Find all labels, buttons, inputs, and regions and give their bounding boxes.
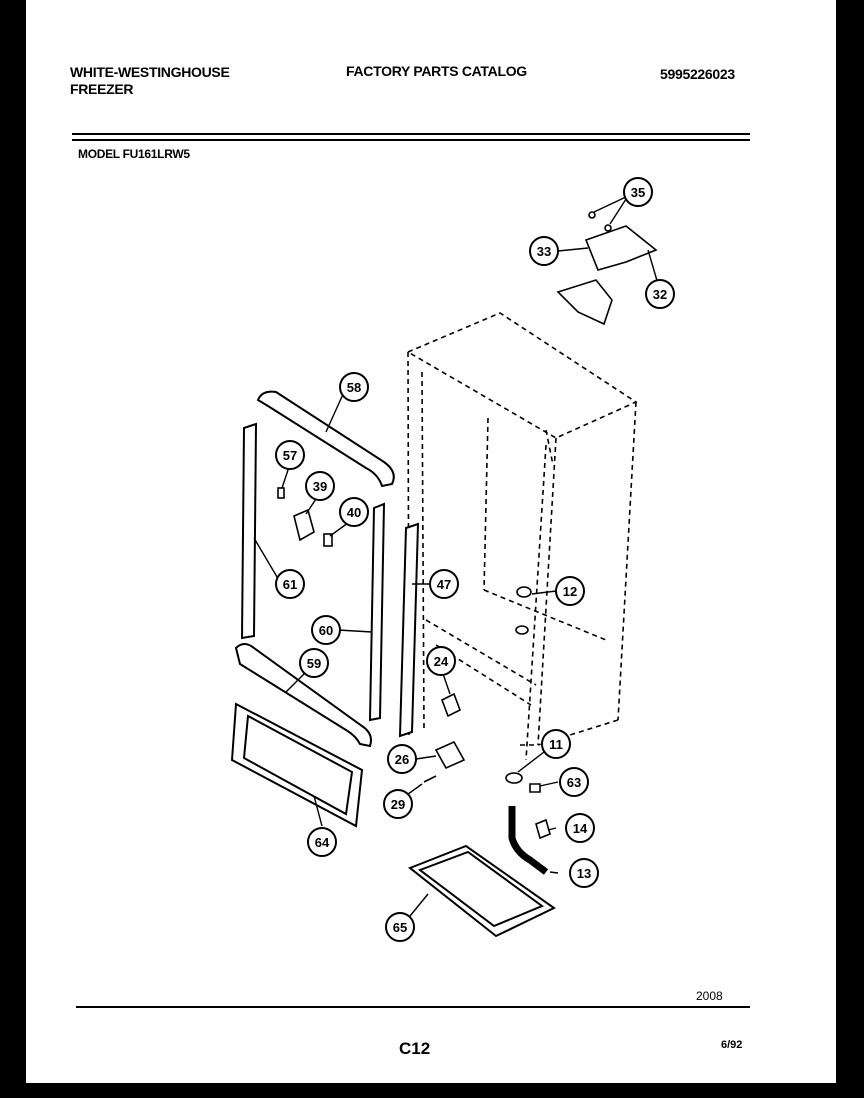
svg-text:13: 13 (577, 866, 591, 881)
callout-47: 47 (429, 569, 459, 599)
callout-24: 24 (426, 646, 456, 676)
exploded-parts-diagram: 35 33 32 58 57 39 40 61 47 12 60 59 24 1… (230, 177, 675, 942)
svg-text:26: 26 (395, 752, 409, 767)
callout-35: 35 (623, 177, 653, 207)
page-number: C12 (399, 1039, 431, 1058)
callout-29: 29 (383, 789, 413, 819)
catalog-title: FACTORY PARTS CATALOG (346, 63, 527, 79)
svg-text:65: 65 (393, 920, 407, 935)
svg-text:33: 33 (537, 244, 551, 259)
drain-tube (508, 806, 549, 875)
small-hardware-parts (277, 211, 658, 840)
callout-26: 26 (387, 744, 417, 774)
svg-text:12: 12 (563, 584, 577, 599)
svg-text:11: 11 (549, 737, 563, 752)
svg-text:63: 63 (567, 775, 581, 790)
callout-57: 57 (275, 440, 305, 470)
header-rule (72, 139, 750, 141)
callout-labels: 35 33 32 58 57 39 40 61 47 12 60 59 24 1… (275, 177, 675, 942)
model-number: MODEL FU161LRW5 (78, 147, 190, 161)
callout-12: 12 (555, 576, 585, 606)
svg-text:14: 14 (573, 821, 588, 836)
cabinet-outline-dashed (407, 312, 638, 761)
brand-name: WHITE-WESTINGHOUSE (70, 64, 230, 80)
leader-lines (253, 195, 659, 917)
svg-text:35: 35 (631, 185, 645, 200)
revision-date: 6/92 (721, 1039, 743, 1051)
callout-61: 61 (275, 569, 305, 599)
svg-text:57: 57 (283, 448, 297, 463)
svg-text:24: 24 (434, 654, 449, 669)
callout-60: 60 (311, 615, 341, 645)
footer-code: 2008 (696, 989, 723, 1003)
svg-text:29: 29 (391, 797, 405, 812)
callout-33: 33 (529, 236, 559, 266)
svg-text:61: 61 (283, 577, 297, 592)
callout-14: 14 (565, 813, 595, 843)
door-gasket-parts (230, 390, 556, 938)
svg-text:39: 39 (313, 479, 327, 494)
callout-32: 32 (645, 279, 675, 309)
callout-63: 63 (559, 767, 589, 797)
svg-text:58: 58 (347, 380, 361, 395)
svg-text:60: 60 (319, 623, 333, 638)
footer-rule (76, 1006, 750, 1008)
catalog-page: WHITE-WESTINGHOUSE FREEZER FACTORY PARTS… (26, 0, 836, 1083)
svg-text:59: 59 (307, 656, 321, 671)
callout-58: 58 (339, 372, 369, 402)
header-rule (72, 133, 750, 135)
svg-text:64: 64 (315, 835, 330, 850)
callout-40: 40 (339, 497, 369, 527)
callout-59: 59 (299, 648, 329, 678)
svg-text:32: 32 (653, 287, 667, 302)
catalog-part-number: 5995226023 (660, 66, 735, 82)
callout-11: 11 (541, 729, 571, 759)
product-type: FREEZER (70, 81, 134, 97)
callout-64: 64 (307, 827, 337, 857)
svg-text:47: 47 (437, 577, 451, 592)
callout-13: 13 (569, 858, 599, 888)
callout-65: 65 (385, 912, 415, 942)
callout-39: 39 (305, 471, 335, 501)
svg-text:40: 40 (347, 505, 361, 520)
